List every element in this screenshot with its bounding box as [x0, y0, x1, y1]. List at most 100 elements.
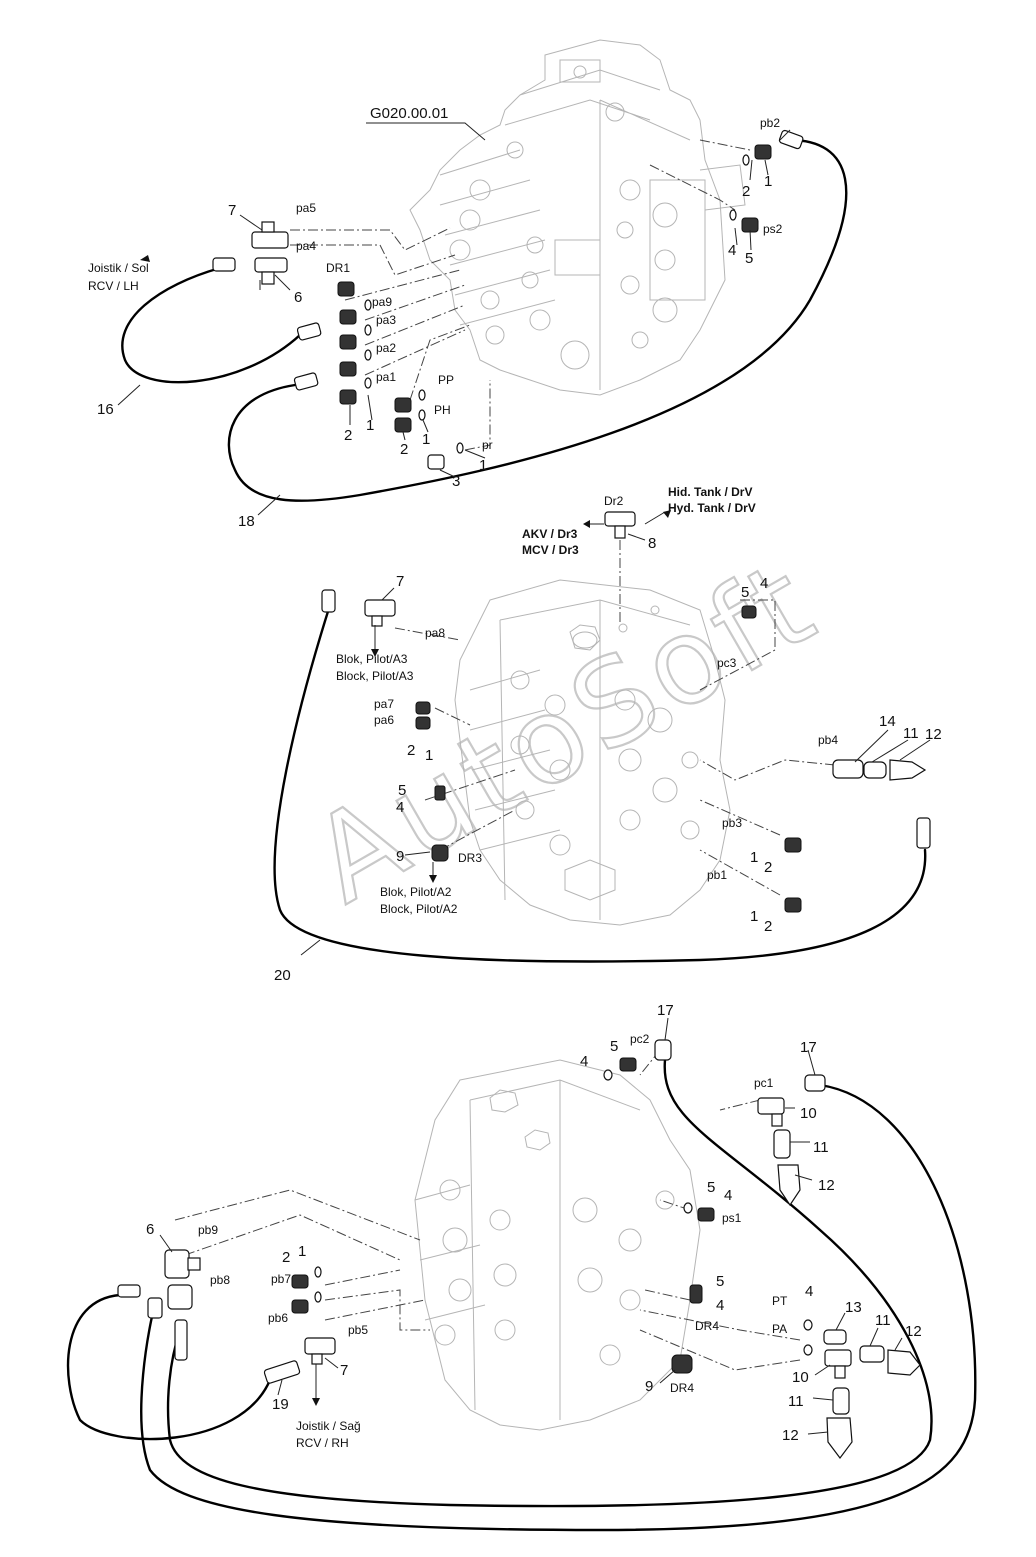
mcv-label-line1: AKV / Dr3 — [522, 527, 578, 541]
block-a3-line1: Blok, Pilot/A3 — [336, 652, 408, 666]
part-number: 18 — [238, 513, 255, 530]
part-number-leaders — [117, 129, 931, 1435]
bottom-part-numbers: 17 5 4 17 10 11 12 5 4 6 2 1 5 4 13 4 11… — [146, 1002, 922, 1444]
port-ps2: ps2 — [763, 222, 783, 236]
part-number: 2 — [407, 742, 415, 759]
elbow-9-bottom — [671, 1354, 693, 1374]
part-number: 1 — [366, 417, 374, 434]
port-pa4: pa4 — [296, 239, 316, 253]
block-a2-line2: Block, Pilot/A2 — [380, 902, 458, 916]
destination-line2: RCV / RH — [296, 1436, 349, 1450]
hose-17a — [166, 1058, 933, 1508]
port-DR4-upper: DR4 — [695, 1319, 719, 1333]
filter-11-right — [859, 1345, 885, 1363]
part-number: 5 — [398, 782, 406, 799]
adapter-stack-top — [337, 144, 772, 470]
filter-12-right — [887, 1349, 921, 1376]
part-number: 12 — [925, 726, 942, 743]
part-number: 7 — [396, 573, 404, 590]
part-number: 2 — [742, 183, 750, 200]
part-number: 2 — [764, 859, 772, 876]
part-number: 19 — [272, 1396, 289, 1413]
port-DR3: DR3 — [458, 851, 482, 865]
part-number: 1 — [750, 849, 758, 866]
port-pb2: pb2 — [760, 116, 780, 130]
mcv-label-line2: MCV / Dr3 — [522, 543, 579, 557]
filter-assembly-middle — [832, 759, 927, 781]
tee-fitting-6b-bottom — [167, 1284, 193, 1310]
tee-fitting-6-bottom — [164, 1249, 201, 1279]
port-pb1: pb1 — [707, 868, 727, 882]
tee-fitting-6-top — [254, 257, 288, 285]
hose-end-20-b — [916, 817, 931, 849]
part-number: 11 — [875, 1312, 891, 1329]
reference-leader — [366, 122, 486, 141]
middle-part-numbers: 8 7 5 4 2 1 5 4 9 14 11 12 1 2 1 2 20 — [274, 535, 942, 984]
port-pr: pr — [482, 438, 493, 452]
part-number: 10 — [800, 1105, 817, 1122]
part-number: 5 — [745, 250, 753, 267]
top-port-labels: pb2 ps2 pa5 pa4 DR1 pa9 pa3 pa2 pa1 PP P… — [296, 116, 783, 452]
port-pb4: pb4 — [818, 733, 838, 747]
top-part-numbers: 7 6 16 18 2 1 2 1 3 1 2 1 4 5 — [97, 173, 772, 530]
part-number: 11 — [903, 725, 919, 742]
tee-fitting-10-lower — [824, 1349, 852, 1379]
part-number: 5 — [707, 1179, 715, 1196]
part-number: 10 — [792, 1369, 809, 1386]
part-number: 5 — [741, 584, 749, 601]
part-number: 13 — [845, 1299, 862, 1316]
block-a3-line2: Block, Pilot/A3 — [336, 669, 414, 683]
tee-fitting-7-top — [251, 221, 289, 249]
part-number: 9 — [645, 1378, 653, 1395]
port-pb7: pb7 — [271, 1272, 291, 1286]
control-valve-top — [409, 39, 746, 396]
part-number: 16 — [97, 401, 114, 418]
port-DR4-lower: DR4 — [670, 1381, 694, 1395]
part-number: 14 — [879, 713, 896, 730]
part-number: 4 — [580, 1053, 588, 1070]
port-PA: PA — [772, 1322, 787, 1336]
hoses — [66, 138, 977, 1532]
hose-end-16-a — [212, 257, 236, 272]
control-valve-middle — [454, 579, 731, 926]
part-number: 2 — [344, 427, 352, 444]
port-pa3: pa3 — [376, 313, 396, 327]
o-rings-top — [364, 154, 750, 454]
part-number: 7 — [228, 202, 236, 219]
top-destination: Joistik / Sol RCV / LH — [88, 261, 149, 293]
hose-19 — [66, 1293, 272, 1441]
hose-end-bottom-b — [147, 1297, 163, 1319]
part-number: 4 — [716, 1297, 724, 1314]
elbow-9-middle — [431, 844, 449, 862]
port-pa9: pa9 — [372, 295, 392, 309]
port-PT: PT — [772, 1294, 788, 1308]
middle-labels: Dr2 Hid. Tank / DrV Hyd. Tank / DrV AKV … — [336, 485, 838, 916]
part-number: 6 — [294, 289, 302, 306]
filter-11-lower — [832, 1387, 850, 1415]
drain-Dr2: Dr2 — [604, 494, 624, 508]
block-a2-line1: Blok, Pilot/A2 — [380, 885, 452, 899]
hose-16 — [121, 266, 302, 384]
hose-end-bottom-a — [117, 1284, 141, 1298]
port-DR1: DR1 — [326, 261, 350, 275]
arrowheads — [140, 255, 671, 1406]
part-number: 5 — [610, 1038, 618, 1055]
port-pa8: pa8 — [425, 626, 445, 640]
filter-11-upper — [773, 1129, 791, 1159]
part-number: 2 — [764, 918, 772, 935]
part-number: 1 — [750, 908, 758, 925]
destination-line2: RCV / LH — [88, 279, 139, 293]
part-number: 4 — [724, 1187, 732, 1204]
part-number: 6 — [146, 1221, 154, 1238]
destination-line1: Joistik / Sağ — [296, 1419, 361, 1433]
tee-fitting-10-upper — [757, 1097, 785, 1127]
hose-end-pb2 — [778, 129, 804, 150]
tee-fitting-7-bottom — [304, 1337, 336, 1365]
part-number: 4 — [805, 1283, 813, 1300]
part-number: 1 — [479, 457, 487, 474]
part-number: 12 — [905, 1323, 922, 1340]
hose-17b — [140, 1083, 977, 1532]
part-number: 4 — [760, 575, 768, 592]
bottom-labels: pc2 pc1 ps1 pb9 pb8 pb7 pb6 pb5 DR4 DR4 … — [198, 1032, 788, 1450]
